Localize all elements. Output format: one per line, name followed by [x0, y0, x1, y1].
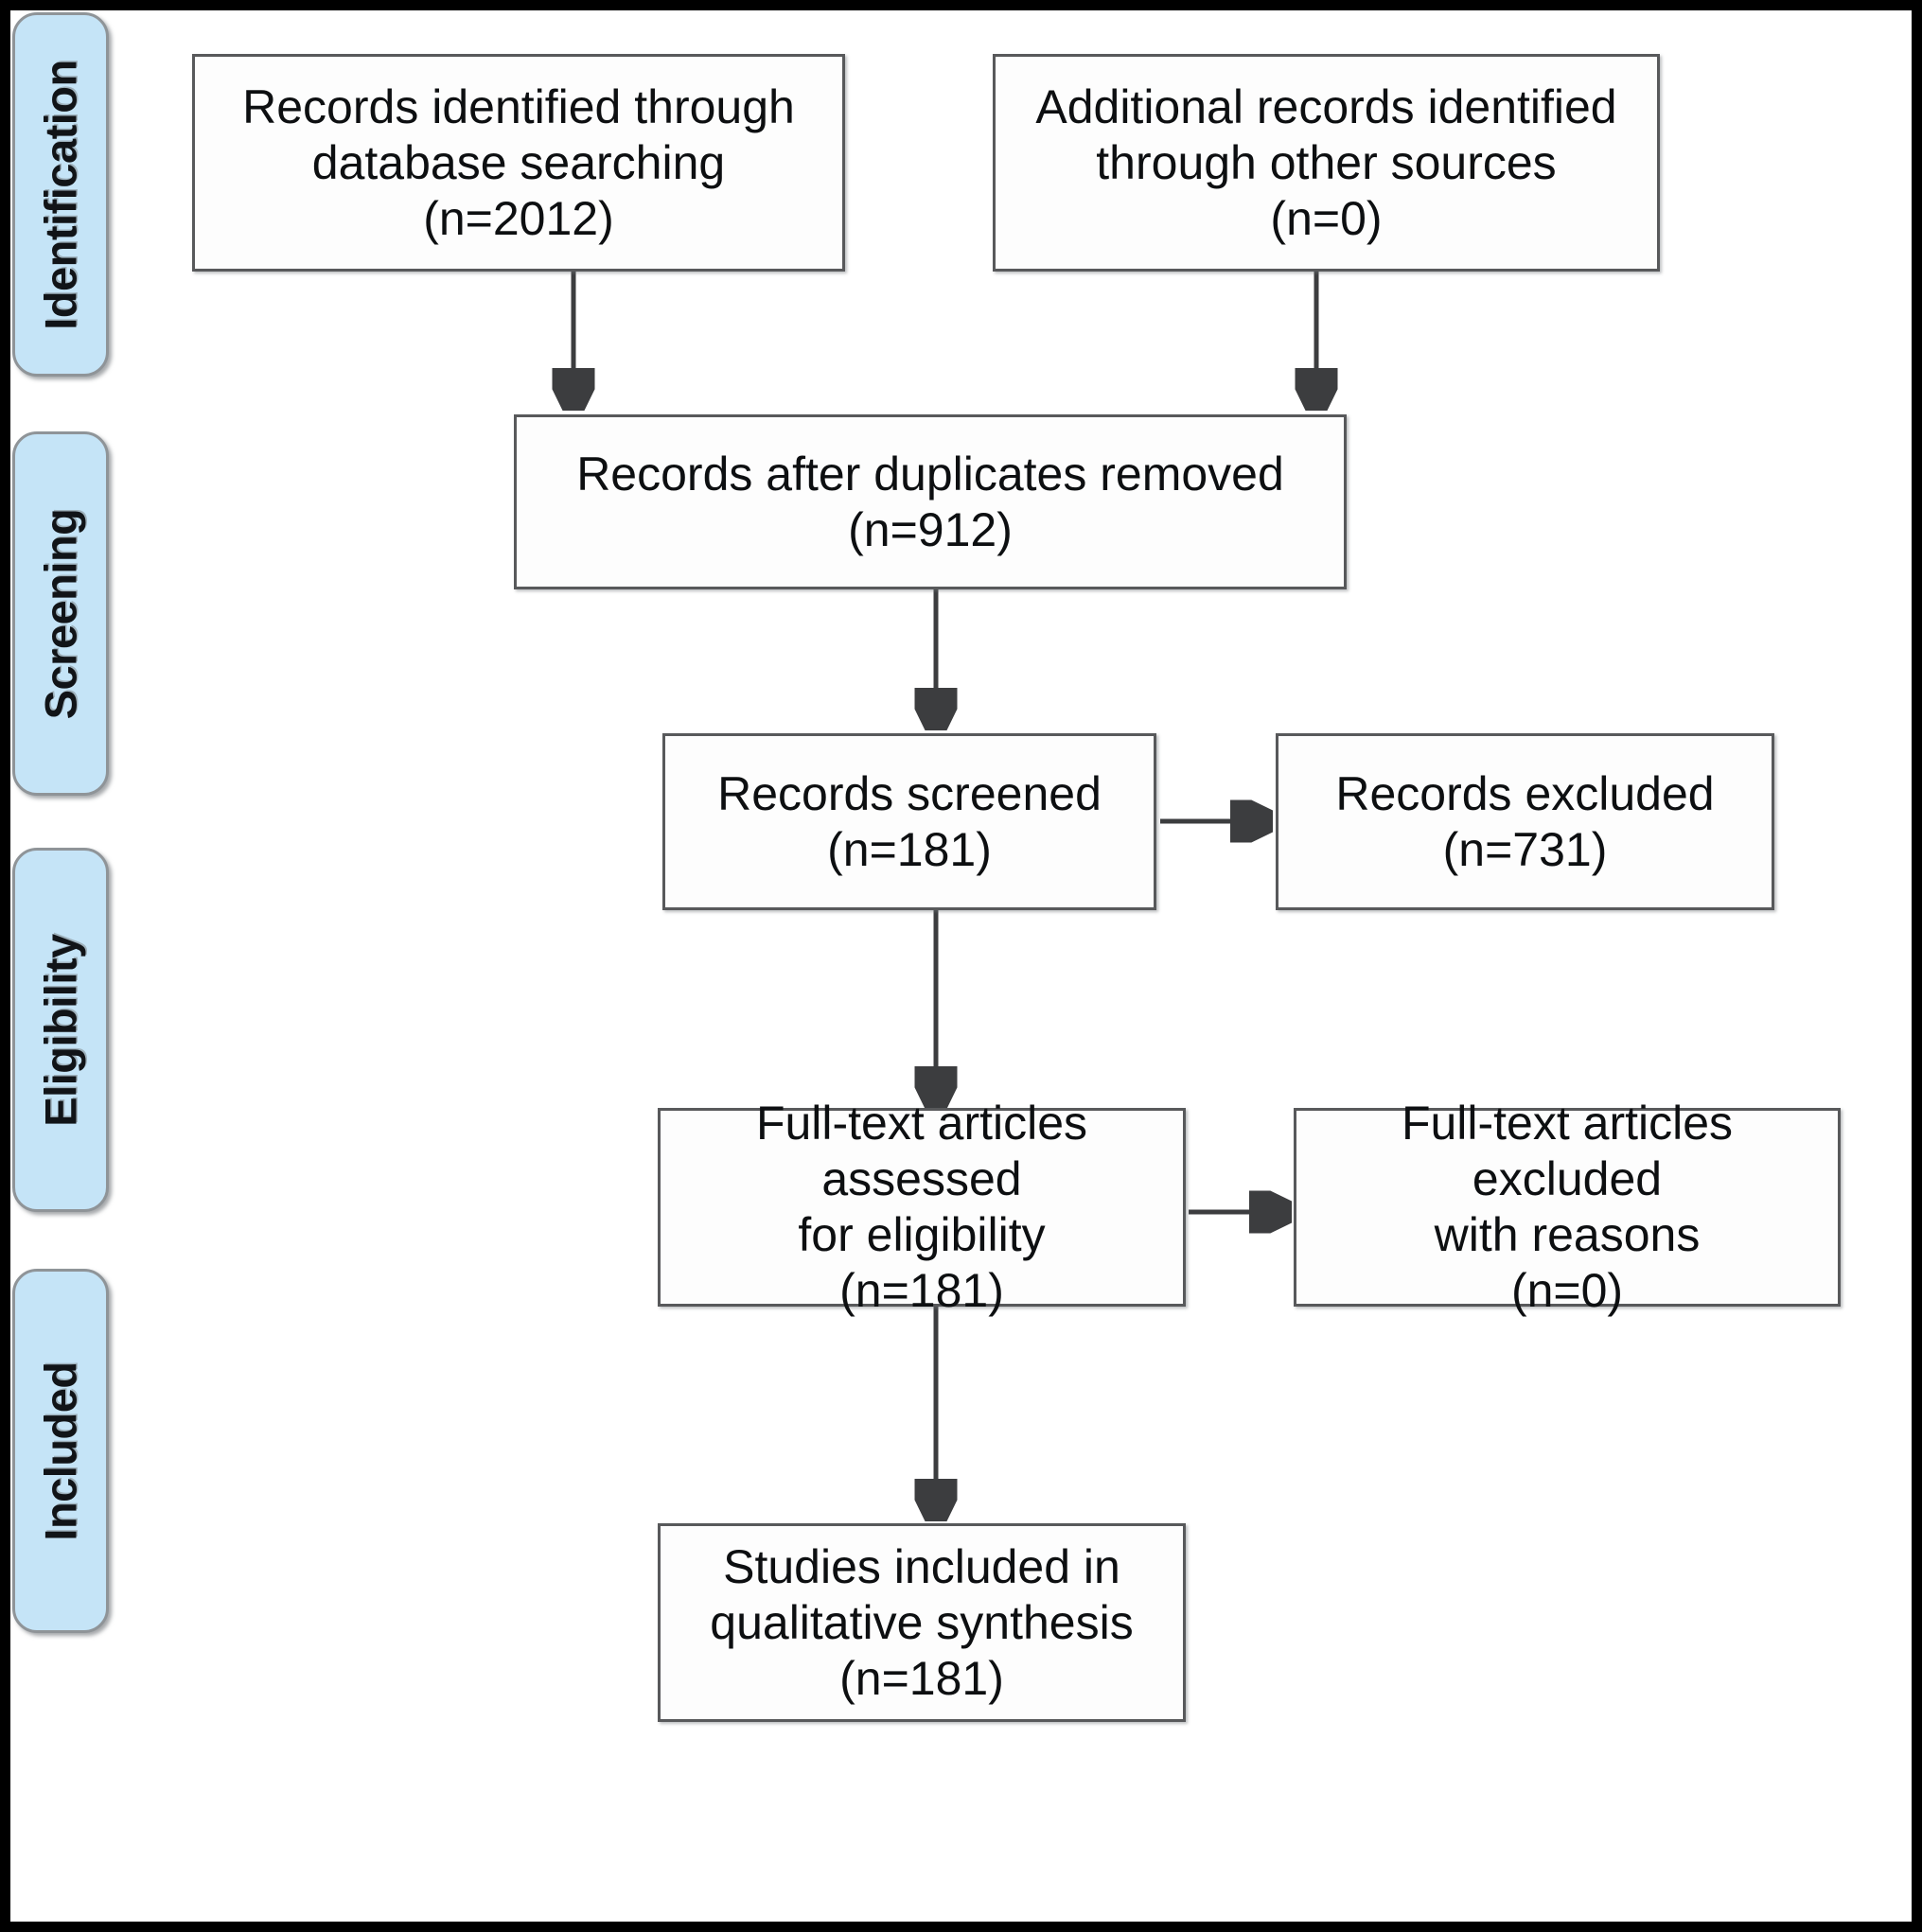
stage-label-eligibility: Eligibility	[35, 933, 86, 1127]
box-studies-included-text: Studies included in qualitative synthesi…	[710, 1539, 1134, 1705]
stage-label-screening: Screening	[35, 508, 86, 719]
stage-pill-included: Included	[12, 1269, 109, 1633]
box-records-after-duplicates-removed: Records after duplicates removed (n=912)	[514, 414, 1347, 589]
box-studies-included: Studies included in qualitative synthesi…	[658, 1523, 1186, 1722]
box-fulltext-articles-excluded: Full-text articles excluded with reasons…	[1294, 1097, 1841, 1317]
box-additional-records-other-sources: Additional records identified through ot…	[993, 54, 1660, 272]
box-records-screened-text: Records screened (n=181)	[717, 766, 1102, 876]
stage-label-identification: Identification	[35, 59, 86, 330]
box-records-identified-database: Records identified through database sear…	[192, 54, 845, 272]
box-additional-records-other-sources-text: Additional records identified through ot…	[1035, 79, 1617, 245]
box-records-excluded-text: Records excluded (n=731)	[1335, 766, 1715, 876]
stage-pill-eligibility: Eligibility	[12, 848, 109, 1212]
stage-pill-identification: Identification	[12, 12, 109, 377]
diagram-canvas: Identification Screening Eligibility Inc…	[10, 10, 1912, 1922]
box-records-excluded: Records excluded (n=731)	[1276, 733, 1774, 910]
stage-pill-screening: Screening	[12, 431, 109, 796]
stage-label-included: Included	[35, 1361, 86, 1541]
box-records-after-duplicates-removed-text: Records after duplicates removed (n=912)	[576, 447, 1284, 556]
box-fulltext-articles-assessed-text: Full-text articles assessed for eligibil…	[755, 1097, 1088, 1317]
box-fulltext-articles-assessed: Full-text articles assessed for eligibil…	[658, 1097, 1186, 1317]
box-fulltext-articles-excluded-text: Full-text articles excluded with reasons…	[1401, 1097, 1734, 1317]
box-records-screened: Records screened (n=181)	[662, 733, 1156, 910]
box-records-identified-database-text: Records identified through database sear…	[242, 79, 795, 245]
